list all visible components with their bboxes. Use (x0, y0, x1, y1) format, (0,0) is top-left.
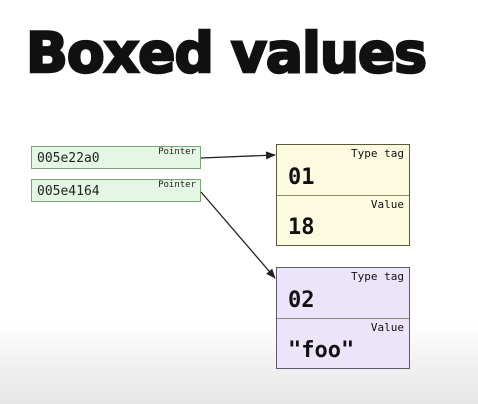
type-tag-cell-1: Type tag 01 (277, 145, 409, 195)
pointer-address-1: 005e22a0 (37, 151, 100, 166)
type-tag-value-1: 01 (288, 165, 315, 190)
boxed-value-2: Type tag 02 Value "foo" (276, 267, 410, 369)
type-tag-label-1: Type tag (351, 147, 404, 160)
value-content-1: 18 (288, 215, 315, 240)
slide-title: Boxed values (25, 21, 429, 85)
pointer-address-2: 005e4164 (37, 184, 100, 199)
value-content-2: "foo" (288, 338, 355, 363)
value-cell-1: Value 18 (277, 195, 409, 245)
type-tag-cell-2: Type tag 02 (277, 268, 409, 318)
type-tag-label-2: Type tag (351, 270, 404, 283)
type-tag-value-2: 02 (288, 288, 315, 313)
pointer-tag-1: Pointer (158, 147, 196, 157)
pointer-cell-2: 005e4164 Pointer (31, 179, 201, 202)
arrow-pointer-1-to-box-1 (200, 151, 276, 160)
pointer-tag-2: Pointer (158, 180, 196, 190)
boxed-value-1: Type tag 01 Value 18 (276, 144, 410, 246)
pointer-cell-1: 005e22a0 Pointer (31, 146, 201, 169)
arrow-pointer-2-to-box-2 (200, 191, 276, 279)
value-label-2: Value (370, 321, 404, 334)
value-cell-2: Value "foo" (277, 318, 409, 368)
value-label-1: Value (370, 198, 404, 211)
